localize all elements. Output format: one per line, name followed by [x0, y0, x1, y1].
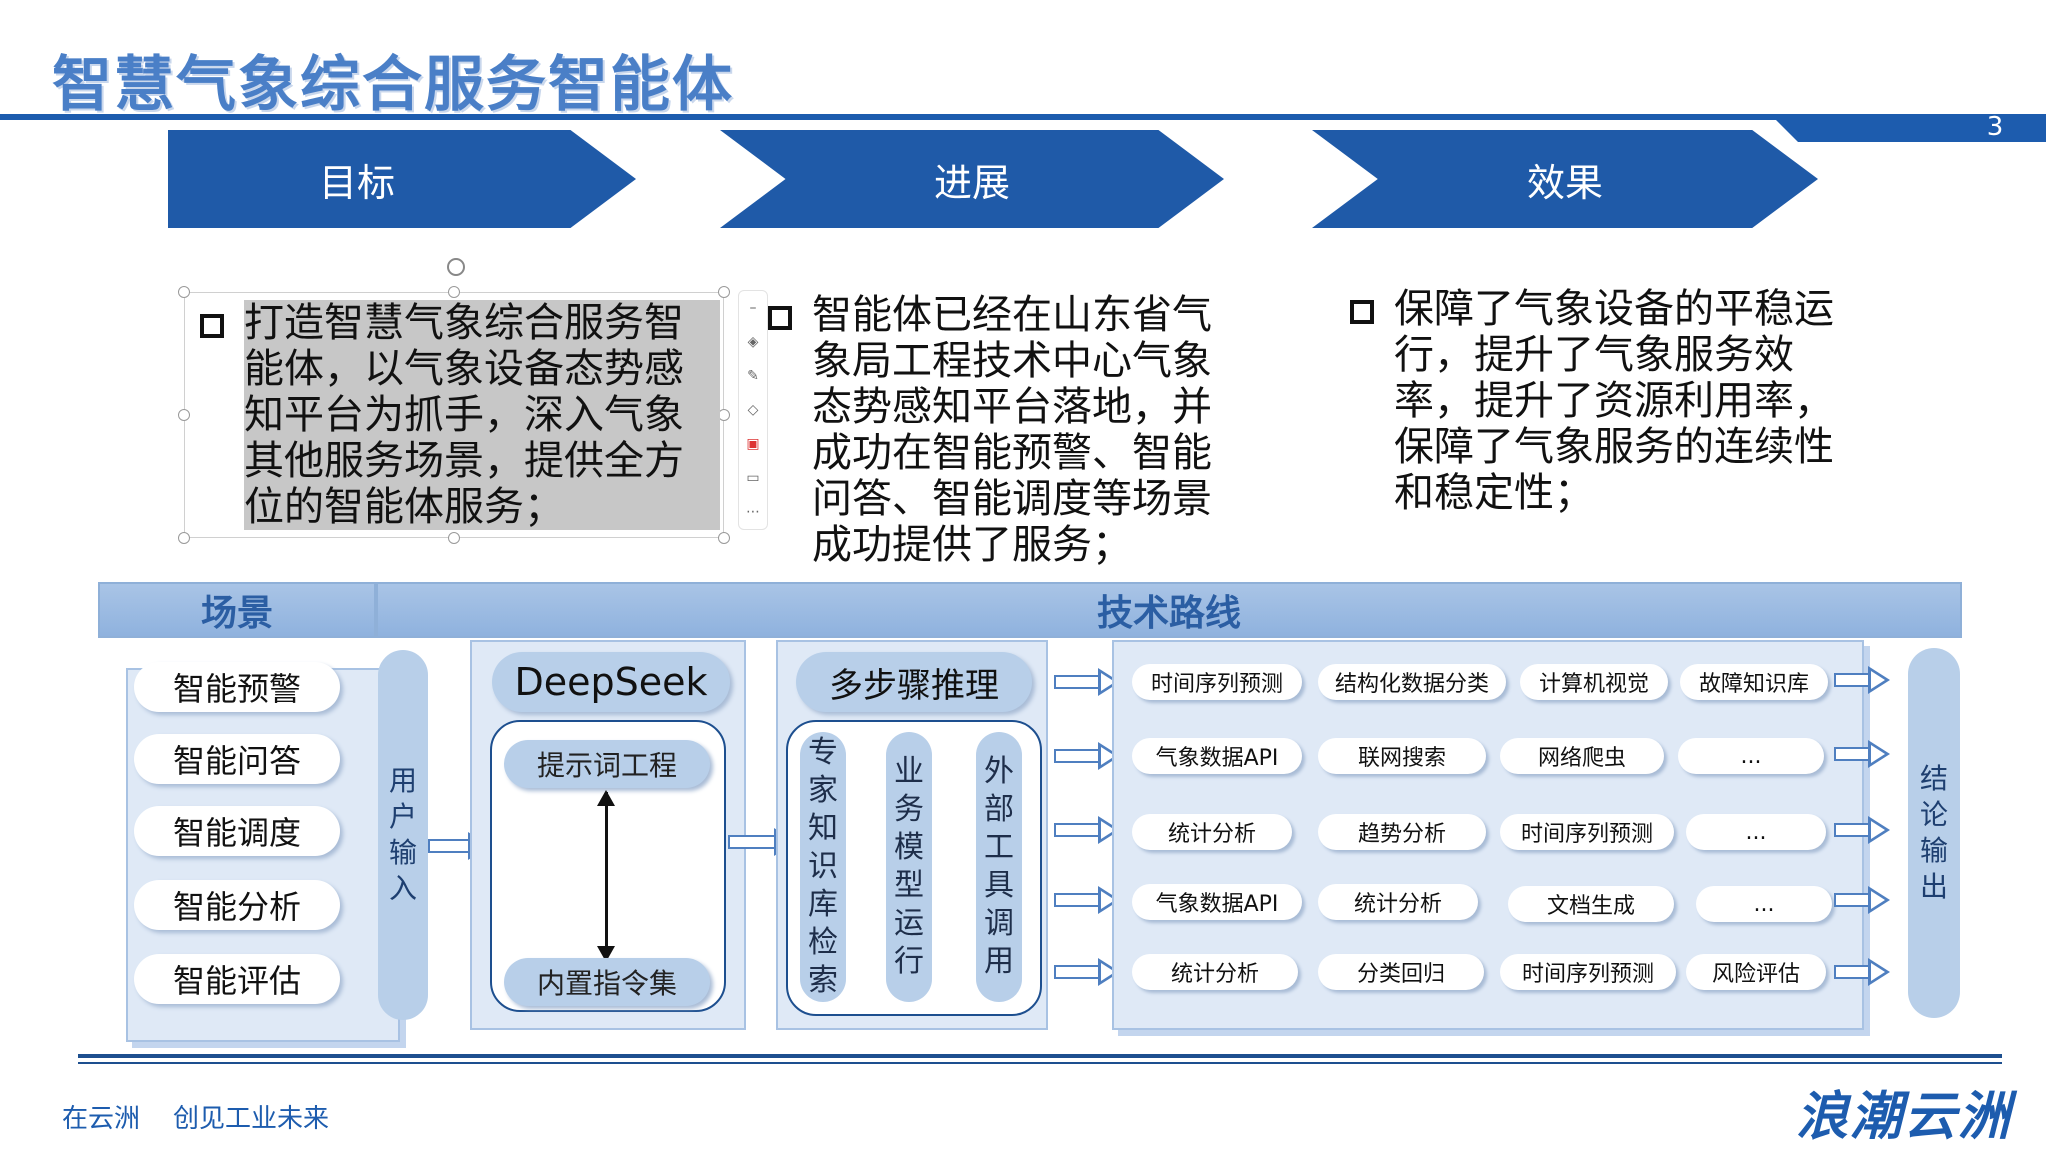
tech-item: 网络爬虫 — [1500, 738, 1664, 774]
page-number: 3 — [1986, 112, 2004, 142]
tech-item: 气象数据API — [1132, 738, 1302, 774]
effect-text: 保障了气象设备的平稳运行，提升了气象服务效率，提升了资源利用率，保障了气象服务的… — [1394, 286, 1834, 516]
resize-handle[interactable] — [178, 532, 190, 544]
tech-item: ... — [1696, 886, 1832, 922]
chevron-progress-label: 进展 — [933, 160, 1010, 205]
tech-item: 统计分析 — [1132, 954, 1298, 990]
tech-item: 分类回归 — [1318, 954, 1484, 990]
chevron-goal-label: 目标 — [318, 160, 395, 205]
arrow-up-icon — [597, 790, 615, 806]
reasoning-step-label: 专家知识库检索 — [808, 735, 838, 998]
tech-item: 文档生成 — [1508, 886, 1674, 922]
tech-item: 时间序列预测 — [1132, 664, 1302, 700]
brand-logo: 浪潮云洲 — [1796, 1087, 2013, 1147]
square-bullet-icon — [1350, 300, 1374, 324]
tech-item: 趋势分析 — [1318, 814, 1486, 850]
reasoning-step: 专家知识库检索 — [800, 732, 846, 1002]
resize-handle[interactable] — [178, 409, 190, 421]
flow-arrow-icon — [1054, 668, 1120, 696]
shape-icon[interactable]: ◇ — [747, 402, 759, 418]
tech-item: 时间序列预测 — [1500, 814, 1674, 850]
tech-item: 时间序列预测 — [1500, 954, 1676, 990]
mini-toolbar: – ◈ ✎ ◇ ▣ ▭ ⋯ — [738, 290, 768, 530]
layers-icon[interactable]: ◈ — [747, 334, 759, 350]
reasoning-step: 业务模型运行 — [886, 732, 932, 1002]
tech-item: 气象数据API — [1132, 884, 1302, 920]
flow-arrow-icon — [1054, 816, 1120, 844]
conclusion-output-label: 结论输出 — [1919, 762, 1948, 903]
tech-route-header: 技术路线 — [376, 582, 1962, 638]
goal-text[interactable]: 打造智慧气象综合服务智能体，以气象设备态势感知平台为抓手，深入气象其他服务场景，… — [244, 300, 720, 530]
flow-arrow-icon — [1054, 886, 1120, 914]
effect-bullet: 保障了气象设备的平稳运行，提升了气象服务效率，提升了资源利用率，保障了气象服务的… — [1350, 286, 1850, 516]
resize-handle[interactable] — [718, 286, 730, 298]
pen-icon[interactable]: ✎ — [747, 368, 759, 384]
resize-handle[interactable] — [448, 532, 460, 544]
rotate-handle-icon[interactable] — [447, 258, 465, 276]
tech-item: 统计分析 — [1132, 814, 1292, 850]
scene-item: 智能调度 — [134, 806, 340, 856]
scene-item: 智能评估 — [134, 954, 340, 1004]
reasoning-step-label: 外部工具调用 — [984, 754, 1014, 979]
scene-item: 智能预警 — [134, 662, 340, 712]
scene-item: 智能分析 — [134, 880, 340, 930]
tech-item: 故障知识库 — [1680, 664, 1828, 700]
scene-header: 场景 — [98, 582, 376, 638]
chevron-effect: 效果 — [1312, 130, 1818, 228]
page-title: 智慧气象综合服务智能体 — [52, 50, 734, 120]
footer-rule — [78, 1054, 2002, 1064]
scene-item: 智能问答 — [134, 734, 340, 784]
resize-handle[interactable] — [448, 286, 460, 298]
square-bullet-icon — [768, 306, 792, 330]
user-input-capsule: 用户输入 — [378, 650, 428, 1020]
collapse-icon[interactable]: – — [749, 300, 757, 316]
instruction-set-pill: 内置指令集 — [504, 958, 710, 1006]
square-bullet-icon — [200, 314, 224, 338]
flow-arrow-icon — [1834, 958, 1890, 986]
frame-icon[interactable]: ▣ — [746, 436, 760, 452]
tech-item: 风险评估 — [1686, 954, 1826, 990]
reasoning-title: 多步骤推理 — [796, 652, 1032, 712]
flow-arrow-icon — [1834, 740, 1890, 768]
chevron-goal: 目标 — [168, 130, 636, 228]
deepseek-title: DeepSeek — [492, 652, 730, 712]
flow-arrow-icon — [1834, 886, 1890, 914]
header-rule — [0, 114, 2046, 120]
resize-handle[interactable] — [178, 286, 190, 298]
reasoning-step-label: 业务模型运行 — [894, 754, 924, 979]
flow-arrow-icon — [1834, 816, 1890, 844]
tech-item: ... — [1678, 738, 1824, 774]
tech-item: 联网搜索 — [1318, 738, 1486, 774]
flow-arrow-icon — [1054, 742, 1120, 770]
progress-bullet: 智能体已经在山东省气象局工程技术中心气象态势感知平台落地，并成功在智能预警、智能… — [768, 292, 1248, 568]
more-icon[interactable]: ⋯ — [746, 504, 760, 520]
tech-item: 统计分析 — [1318, 884, 1478, 920]
prompt-engineering-pill: 提示词工程 — [504, 740, 710, 788]
tech-item: ... — [1686, 814, 1826, 850]
header-tab — [1770, 114, 2046, 142]
progress-text: 智能体已经在山东省气象局工程技术中心气象态势感知平台落地，并成功在智能预警、智能… — [812, 292, 1212, 568]
tech-item: 计算机视觉 — [1520, 664, 1668, 700]
resize-handle[interactable] — [718, 532, 730, 544]
user-input-label: 用户输入 — [388, 764, 417, 905]
chevron-progress: 进展 — [720, 130, 1224, 228]
flow-arrow-icon — [1834, 666, 1890, 694]
comment-icon[interactable]: ▭ — [746, 470, 760, 486]
goal-bullet[interactable]: 打造智慧气象综合服务智能体，以气象设备态势感知平台为抓手，深入气象其他服务场景，… — [200, 300, 720, 530]
flow-arrow-icon — [1054, 958, 1120, 986]
tech-item: 结构化数据分类 — [1318, 664, 1506, 700]
footer-slogan: 在云洲 创见工业未来 — [62, 1104, 330, 1134]
reasoning-step: 外部工具调用 — [976, 732, 1022, 1002]
conclusion-output-capsule: 结论输出 — [1908, 648, 1960, 1018]
chevron-effect-label: 效果 — [1526, 160, 1603, 205]
double-arrow-line — [605, 792, 608, 954]
